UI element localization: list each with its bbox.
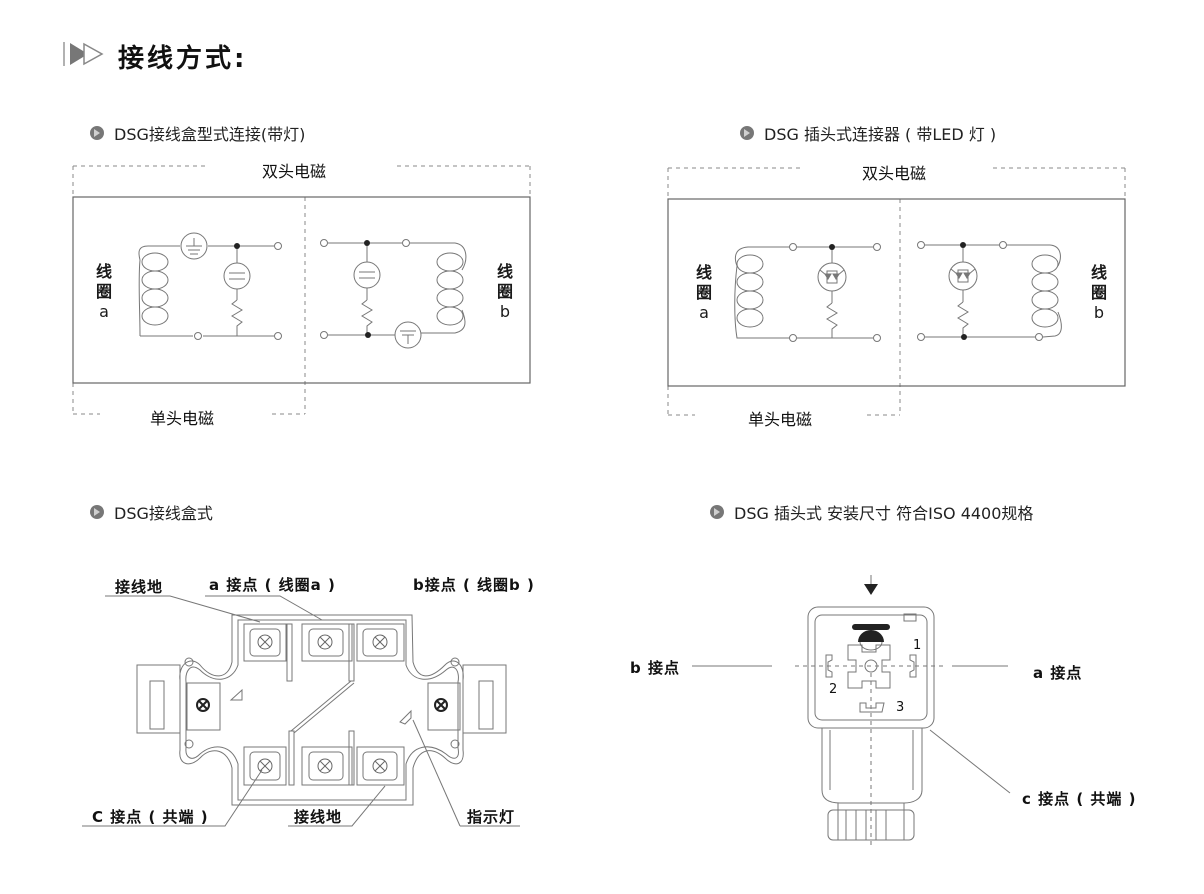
coil-b-char2: 圈	[1090, 283, 1107, 302]
bullet-icon	[710, 505, 724, 519]
section-heading-plug-iso: DSG 插头式 安装尺寸 符合ISO 4400规格	[710, 500, 1033, 524]
section-heading-junction-box-lamp: DSG接线盒型式连接(带灯)	[90, 121, 305, 145]
bullet-icon	[90, 505, 104, 519]
bullet-icon	[90, 126, 104, 140]
section-heading-junction-box: DSG接线盒式	[90, 500, 213, 524]
ground-bottom-label: 接线地	[294, 808, 343, 826]
pin-3-label: 3	[896, 700, 905, 715]
coil-a-char1: 线	[695, 263, 712, 282]
bullet-icon	[740, 126, 754, 140]
plug-contact-a-label: a 接点	[1033, 664, 1083, 682]
coil-b-letter: b	[499, 302, 511, 321]
wiring-diagram-junction-box	[72, 165, 531, 415]
contact-a-label: a 接点 ( 线圈a )	[209, 576, 336, 594]
section-heading-plug-led: DSG 插头式连接器 ( 带LED 灯 )	[740, 121, 996, 145]
pin-2-label: 2	[829, 682, 838, 697]
contact-c-label: C 接点 ( 共端 )	[92, 808, 209, 826]
section-heading-text: DSG 插头式 安装尺寸 符合ISO 4400规格	[734, 504, 1034, 523]
plug-contact-c-label: c 接点 ( 共端 )	[1022, 790, 1137, 808]
pin-1-label: 1	[913, 638, 922, 653]
coil-a-label: 线 圈 a	[93, 262, 115, 322]
coil-a-char1: 线	[95, 262, 112, 281]
wiring-diagram-plug-connector	[667, 167, 1126, 416]
double-solenoid-label: 双头电磁	[862, 164, 927, 183]
section-heading-text: DSG 插头式连接器 ( 带LED 灯 )	[764, 125, 997, 144]
coil-b-label: 线 圈 b	[1088, 263, 1110, 323]
section-heading-text: DSG接线盒式	[114, 504, 213, 523]
plug-contact-b-label: b 接点	[630, 659, 680, 677]
coil-b-letter: b	[1093, 303, 1105, 322]
double-play-arrow-icon	[63, 42, 104, 66]
single-solenoid-label: 单头电磁	[150, 409, 215, 428]
page-title: 接线方式:	[118, 44, 248, 74]
ground-top-label: 接线地	[115, 578, 164, 596]
coil-b-label: 线 圈 b	[494, 262, 516, 322]
indicator-label: 指示灯	[467, 808, 516, 826]
coil-a-label: 线 圈 a	[693, 263, 715, 323]
coil-a-char2: 圈	[695, 283, 712, 302]
coil-a-char2: 圈	[95, 282, 112, 301]
title-icon	[62, 40, 112, 68]
section-heading-text: DSG接线盒型式连接(带灯)	[114, 125, 306, 144]
coil-b-char2: 圈	[496, 282, 513, 301]
coil-a-letter: a	[699, 303, 709, 322]
coil-b-char1: 线	[496, 262, 513, 281]
contact-b-label: b接点 ( 线圈b )	[413, 576, 535, 594]
double-solenoid-label: 双头电磁	[262, 162, 327, 181]
single-solenoid-label: 单头电磁	[748, 410, 813, 429]
coil-b-char1: 线	[1090, 263, 1107, 282]
coil-a-letter: a	[99, 302, 109, 321]
junction-box-drawing	[82, 595, 520, 827]
